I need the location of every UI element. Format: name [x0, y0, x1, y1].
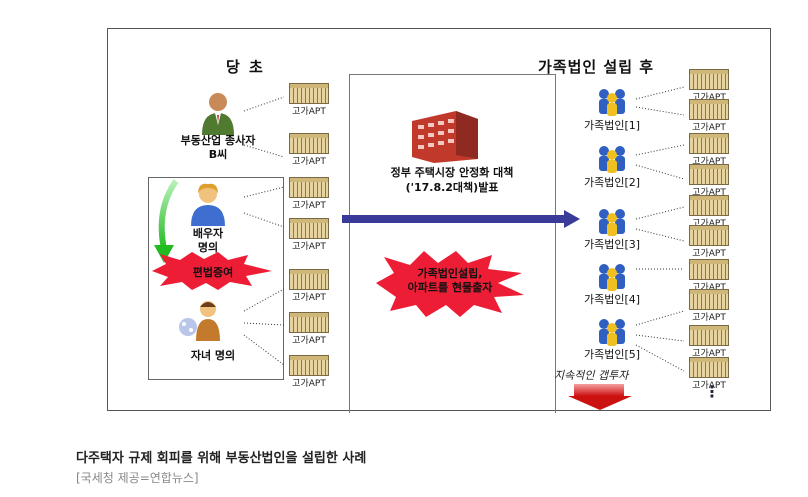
apartment-icon: 고가APT: [286, 269, 332, 303]
child-label: 자녀 명의: [190, 349, 236, 362]
businessman-icon: [202, 93, 234, 135]
contribution-starburst: [376, 251, 524, 317]
corporation-icon: [599, 146, 625, 173]
handwritten-note: 지속적인 갭투자: [554, 369, 629, 382]
corporation-icon: [599, 209, 625, 236]
star-line-2: 아파트를 현물출자: [407, 281, 493, 294]
corp-label-4: 가족법인[4]: [583, 293, 641, 306]
down-arrow: [568, 384, 632, 410]
corporation-icon: [599, 89, 625, 116]
gov-line-2: ('17.8.2대책)발표: [405, 181, 499, 194]
transfer-arrow: [342, 210, 580, 228]
spouse-label-1: 배우자: [192, 227, 224, 240]
gov-line-1: 정부 주택시장 안정화 대책: [390, 166, 514, 179]
apartment-icon: 고가APT: [686, 133, 732, 167]
corp-label-2: 가족법인[2]: [583, 176, 641, 189]
middle-box: [349, 74, 556, 413]
family-box: [148, 177, 284, 380]
gift-label: 편법증여: [192, 266, 234, 279]
left-connectors: [243, 96, 285, 366]
corporation-icon: [599, 264, 625, 291]
corp-label-1: 가족법인[1]: [583, 119, 641, 132]
corp-label-5: 가족법인[5]: [583, 348, 641, 361]
figure-source: [국세청 제공=연합뉴스]: [76, 471, 199, 485]
apartment-icon: 고가APT: [686, 325, 732, 359]
spouse-label-2: 명의: [197, 241, 219, 254]
gift-starburst: [152, 252, 272, 290]
figure-caption: 다주택자 규제 회피를 위해 부동산법인을 설립한 사례: [76, 451, 367, 466]
apartment-icon: 고가APT: [686, 225, 732, 259]
apartment-icon: 고가APT: [286, 312, 332, 346]
diagram-frame: 당 초 가족법인 설립 후 부동산업 종사자 B씨 배우자 명의 편법증여 자녀…: [107, 28, 771, 413]
apartment-icon: 고가APT: [686, 164, 732, 198]
apartment-icon: 고가APT: [286, 218, 332, 252]
apartment-icon: 고가APT: [286, 133, 332, 167]
corp-label-3: 가족법인[3]: [583, 238, 641, 251]
apartment-icon: 고가APT: [686, 69, 732, 103]
spouse-icon: [191, 183, 225, 226]
apartment-icon: 고가APT: [686, 259, 732, 293]
apartment-icon: 고가APT: [686, 195, 732, 229]
owner-label-2: B씨: [208, 148, 228, 161]
government-building-icon: [412, 111, 478, 163]
gift-arrow: [154, 179, 179, 263]
apartment-icon: 고가APT: [286, 83, 332, 117]
star-line-1: 가족법인설립,: [417, 267, 483, 280]
apartment-icon: 고가APT: [286, 177, 332, 211]
apartment-icon: 고가APT: [686, 99, 732, 133]
child-icon: [179, 301, 220, 341]
owner-label-1: 부동산업 종사자: [180, 134, 256, 147]
more-ellipsis: ⋮: [704, 382, 720, 401]
right-connectors: [635, 86, 685, 372]
right-title: 가족법인 설립 후: [538, 58, 655, 76]
apartment-icon: 고가APT: [686, 289, 732, 323]
apartment-icon: 고가APT: [286, 355, 332, 389]
left-title: 당 초: [226, 58, 265, 76]
corporation-icon: [599, 319, 625, 346]
apartment-icon: 고가APT: [686, 357, 732, 391]
